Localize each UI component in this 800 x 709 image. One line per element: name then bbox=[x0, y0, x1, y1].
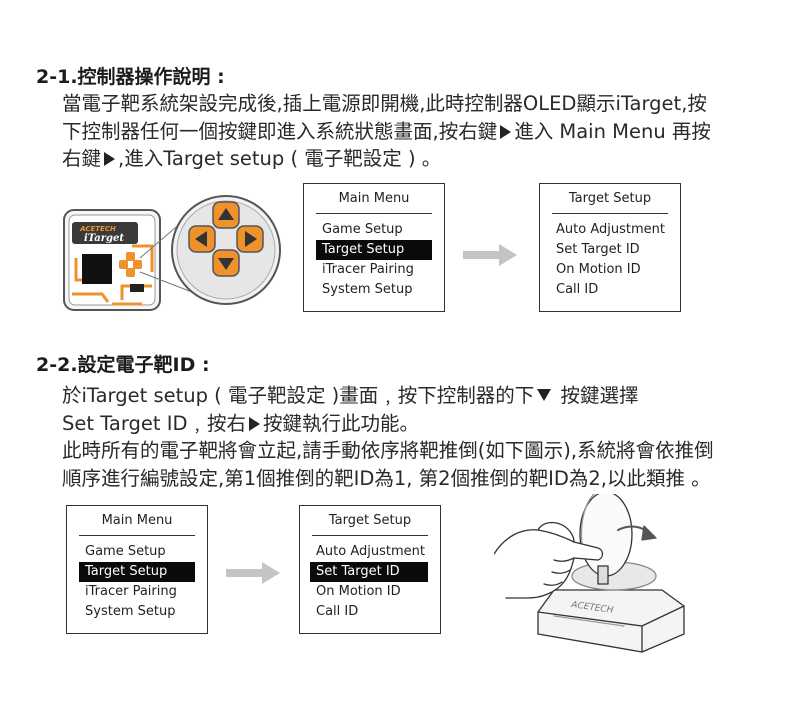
menu-title: Target Setup bbox=[312, 506, 428, 536]
controller-brand: ACETECH bbox=[79, 225, 116, 233]
menu-item-auto-adjustment: Auto Adjustment bbox=[316, 544, 425, 559]
controller-product: iTarget bbox=[84, 233, 124, 244]
menu-item-call-id: Call ID bbox=[556, 282, 599, 297]
text-segment: Set Target ID﹐按右 bbox=[62, 411, 247, 435]
menu-item-itracer-pairing: iTracer Pairing bbox=[85, 584, 177, 599]
text-line: 順序進行編號設定,第1個推倒的靶ID為1, 第2個推倒的靶ID為2,以此類推 。 bbox=[62, 466, 711, 490]
target-setup-screen-1: Target Setup Auto Adjustment Set Target … bbox=[539, 183, 681, 312]
menu-item-game-setup: Game Setup bbox=[85, 544, 166, 559]
text-segment: 按鍵選擇 bbox=[554, 384, 639, 407]
text-segment: 下控制器任何一個按鍵即進入系統狀態畫面,按右鍵 bbox=[62, 119, 498, 143]
menu-title: Target Setup bbox=[552, 184, 668, 214]
text-segment: 右鍵 bbox=[62, 147, 102, 170]
menu-item-system-setup: System Setup bbox=[322, 282, 413, 297]
text-line: 下控制器任何一個按鍵即進入系統狀態畫面,按右鍵進入 Main Menu 再按 bbox=[62, 118, 782, 146]
text-line: 此時所有的電子靶將會立起,請手動依序將靶推倒(如下圖示),系統將會依推倒 bbox=[62, 439, 714, 462]
section-2-1-text: 當電子靶系統架設完成後,插上電源即開機,此時控制器OLED顯示iTarget,按… bbox=[62, 90, 782, 173]
menu-item-set-target-id: Set Target ID bbox=[310, 562, 428, 582]
arrow-right-icon bbox=[226, 562, 280, 584]
menu-item-itracer-pairing: iTracer Pairing bbox=[322, 262, 414, 277]
hand-pushing-target-illustration: ACETECH bbox=[494, 494, 685, 653]
menu-item-auto-adjustment: Auto Adjustment bbox=[556, 222, 665, 237]
menu-item-on-motion-id: On Motion ID bbox=[316, 584, 401, 599]
oled-screen bbox=[82, 254, 112, 284]
small-dpad bbox=[119, 252, 142, 277]
menu-item-target-setup: Target Setup bbox=[79, 562, 195, 582]
text-segment: 按鍵執行此功能。 bbox=[263, 411, 420, 435]
down-key-icon bbox=[537, 389, 552, 401]
menu-item-on-motion-id: On Motion ID bbox=[556, 262, 641, 277]
text-line: 當電子靶系統架設完成後,插上電源即開機,此時控制器OLED顯示iTarget,按 bbox=[62, 92, 707, 115]
controller-illustration: ACETECH iTarget bbox=[63, 195, 281, 311]
section-2-2-text: 於iTarget setup ( 電子靶設定 )畫面﹐按下控制器的下 按鍵選擇 … bbox=[62, 382, 782, 492]
right-key-icon bbox=[104, 152, 116, 166]
section-title-2-2: 2-2.設定電子靶ID : bbox=[36, 354, 210, 376]
controller-logo bbox=[72, 222, 138, 244]
dpad-zoom bbox=[188, 201, 264, 277]
menu-item-target-setup: Target Setup bbox=[316, 240, 432, 260]
section-title-2-1: 2-1.控制器操作說明 : bbox=[36, 66, 225, 88]
menu-title: Main Menu bbox=[79, 506, 195, 536]
main-menu-screen-1: Main Menu Game Setup Target Setup iTrace… bbox=[303, 183, 445, 312]
text-line: Set Target ID﹐按右按鍵執行此功能。 bbox=[62, 410, 782, 438]
text-line: 於iTarget setup ( 電子靶設定 )畫面﹐按下控制器的下 按鍵選擇 bbox=[62, 382, 782, 410]
target-setup-screen-2: Target Setup Auto Adjustment Set Target … bbox=[299, 505, 441, 634]
right-key-icon bbox=[249, 416, 261, 431]
text-line: 右鍵 ,進入Target setup ( 電子靶設定 ) 。 bbox=[62, 145, 782, 173]
menu-item-system-setup: System Setup bbox=[85, 604, 176, 619]
main-menu-screen-2: Main Menu Game Setup Target Setup iTrace… bbox=[66, 505, 208, 634]
text-segment: ,進入Target setup ( 電子靶設定 ) 。 bbox=[118, 147, 442, 170]
arrow-right-icon bbox=[463, 244, 517, 266]
menu-item-set-target-id: Set Target ID bbox=[556, 242, 640, 257]
right-key-icon bbox=[500, 124, 512, 139]
menu-item-game-setup: Game Setup bbox=[322, 222, 403, 237]
power-switch bbox=[130, 284, 144, 292]
menu-item-call-id: Call ID bbox=[316, 604, 359, 619]
text-segment: 進入 Main Menu 再按 bbox=[514, 119, 711, 143]
text-segment: 於iTarget setup ( 電子靶設定 )畫面﹐按下控制器的下 bbox=[62, 384, 535, 407]
menu-title: Main Menu bbox=[316, 184, 432, 214]
